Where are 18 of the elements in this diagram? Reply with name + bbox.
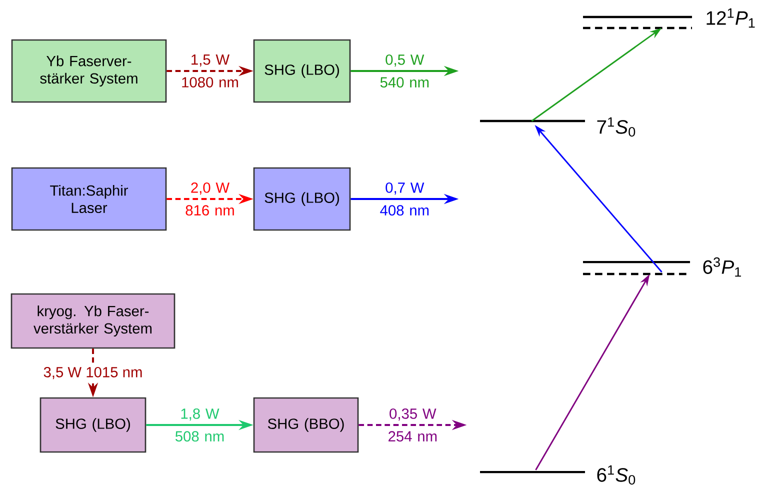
edge-label: 1,5 W 1080 nm [182,54,238,88]
edge-label: 1,8 W 508 nm [175,408,224,442]
process-box: SHG (BBO) [253,397,359,453]
process-box: SHG (LBO) [253,39,351,103]
edge-label: 2,0 W 816 nm [186,182,234,216]
process-box: kryog. Yb Faser- verstärker System [10,293,176,349]
edge-label: 3,5 W 1015 nm [44,366,142,380]
process-box: SHG (LBO) [40,397,146,453]
edge-label: 0,35 W 254 nm [388,408,437,442]
energy-level: 7$^{1}$S$_{0}$ [480,117,636,137]
process-box: SHG (LBO) [253,167,351,231]
edge-label: 0,7 W 408 nm [380,182,429,216]
edge-label: 0,5 W 540 nm [380,54,429,88]
energy-level: 6$^{3}$P$_{1}$ [583,257,741,277]
process-box: Yb Faserver- stärker System [11,39,167,103]
energy-level: 12$^{1}$P$_{1}$ [583,8,755,30]
process-box: Titan:Saphir Laser [11,167,167,231]
energy-level: 6$^{1}$S$_{0}$ [480,465,636,485]
